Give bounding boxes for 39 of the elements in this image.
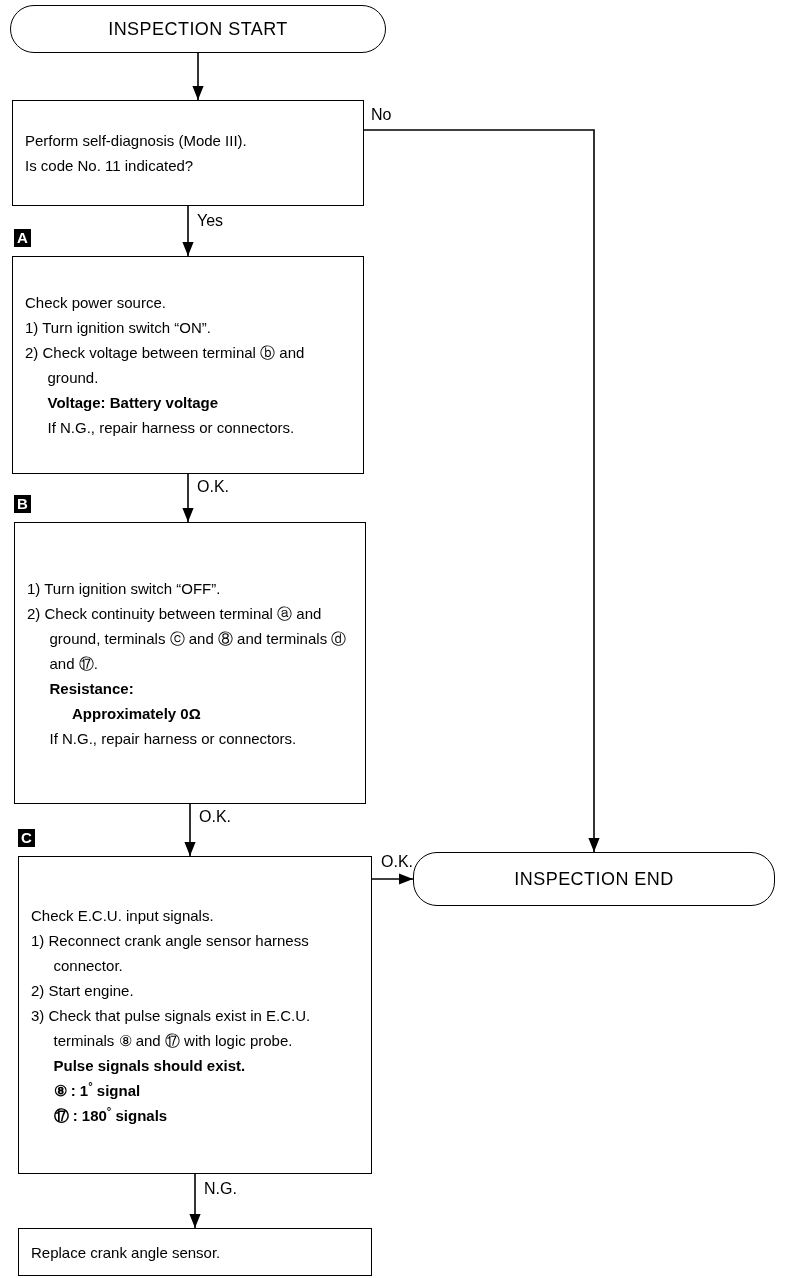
- step-text: ⑰ : 180$^{°}$ signals: [52, 1103, 169, 1126]
- step-text: Check power source.: [25, 293, 167, 313]
- process-box: [18, 856, 372, 1174]
- arrow: [371, 873, 414, 885]
- arrow: [363, 129, 600, 853]
- step-letter-tag: B: [14, 495, 31, 513]
- step-text: INSPECTION START: [108, 17, 288, 41]
- step-text: Resistance:: [48, 678, 135, 699]
- arrow: [182, 473, 194, 523]
- terminal-pill: [413, 852, 775, 906]
- step-text: Perform self-diagnosis (Mode III).: [25, 131, 248, 151]
- process-box: [12, 100, 364, 206]
- arrow: [182, 205, 194, 257]
- step-text: 1) Reconnect crank angle sensor harness connector.: [31, 930, 310, 976]
- step-text: 1) Turn ignition switch “OFF”.: [27, 578, 222, 599]
- step-text: Is code No. 11 indicated?: [25, 156, 195, 176]
- process-box: [14, 522, 366, 804]
- step-text: 1) Turn ignition switch “ON”.: [25, 318, 212, 338]
- step-text: Voltage: Battery voltage: [46, 393, 220, 413]
- step-letter-tag: C: [18, 829, 35, 847]
- step-text: If N.G., repair harness or connectors.: [46, 418, 296, 438]
- process-box: [12, 256, 364, 474]
- step-text: Replace crank angle sensor.: [31, 1242, 222, 1263]
- step-letter-tag: A: [14, 229, 31, 247]
- step-text: ⑧ : 1$^{°}$ signal: [52, 1078, 142, 1101]
- process-box: [18, 1228, 372, 1276]
- step-text: 2) Check continuity between terminal ⓐ and ground, terminals ⓒ and ⑧ and terminals ⓓ and ⑰.: [27, 603, 348, 674]
- step-text: Check E.C.U. input signals.: [31, 905, 215, 926]
- arrow: [184, 803, 196, 857]
- step-text: INSPECTION END: [514, 867, 674, 891]
- arrow: [192, 52, 204, 101]
- terminal-pill: [10, 5, 386, 53]
- step-text: 2) Start engine.: [31, 980, 135, 1001]
- step-text: Pulse signals should exist.: [52, 1055, 247, 1076]
- arrow: [189, 1173, 201, 1229]
- step-text: 2) Check voltage between terminal ⓑ and ground.: [25, 343, 306, 388]
- step-text: Approximately 0Ω: [71, 703, 202, 724]
- step-text: If N.G., repair harness or connectors.: [48, 728, 298, 749]
- step-text: 3) Check that pulse signals exist in E.C.U. terminals ⑧ and ⑰ with logic probe.: [31, 1005, 312, 1051]
